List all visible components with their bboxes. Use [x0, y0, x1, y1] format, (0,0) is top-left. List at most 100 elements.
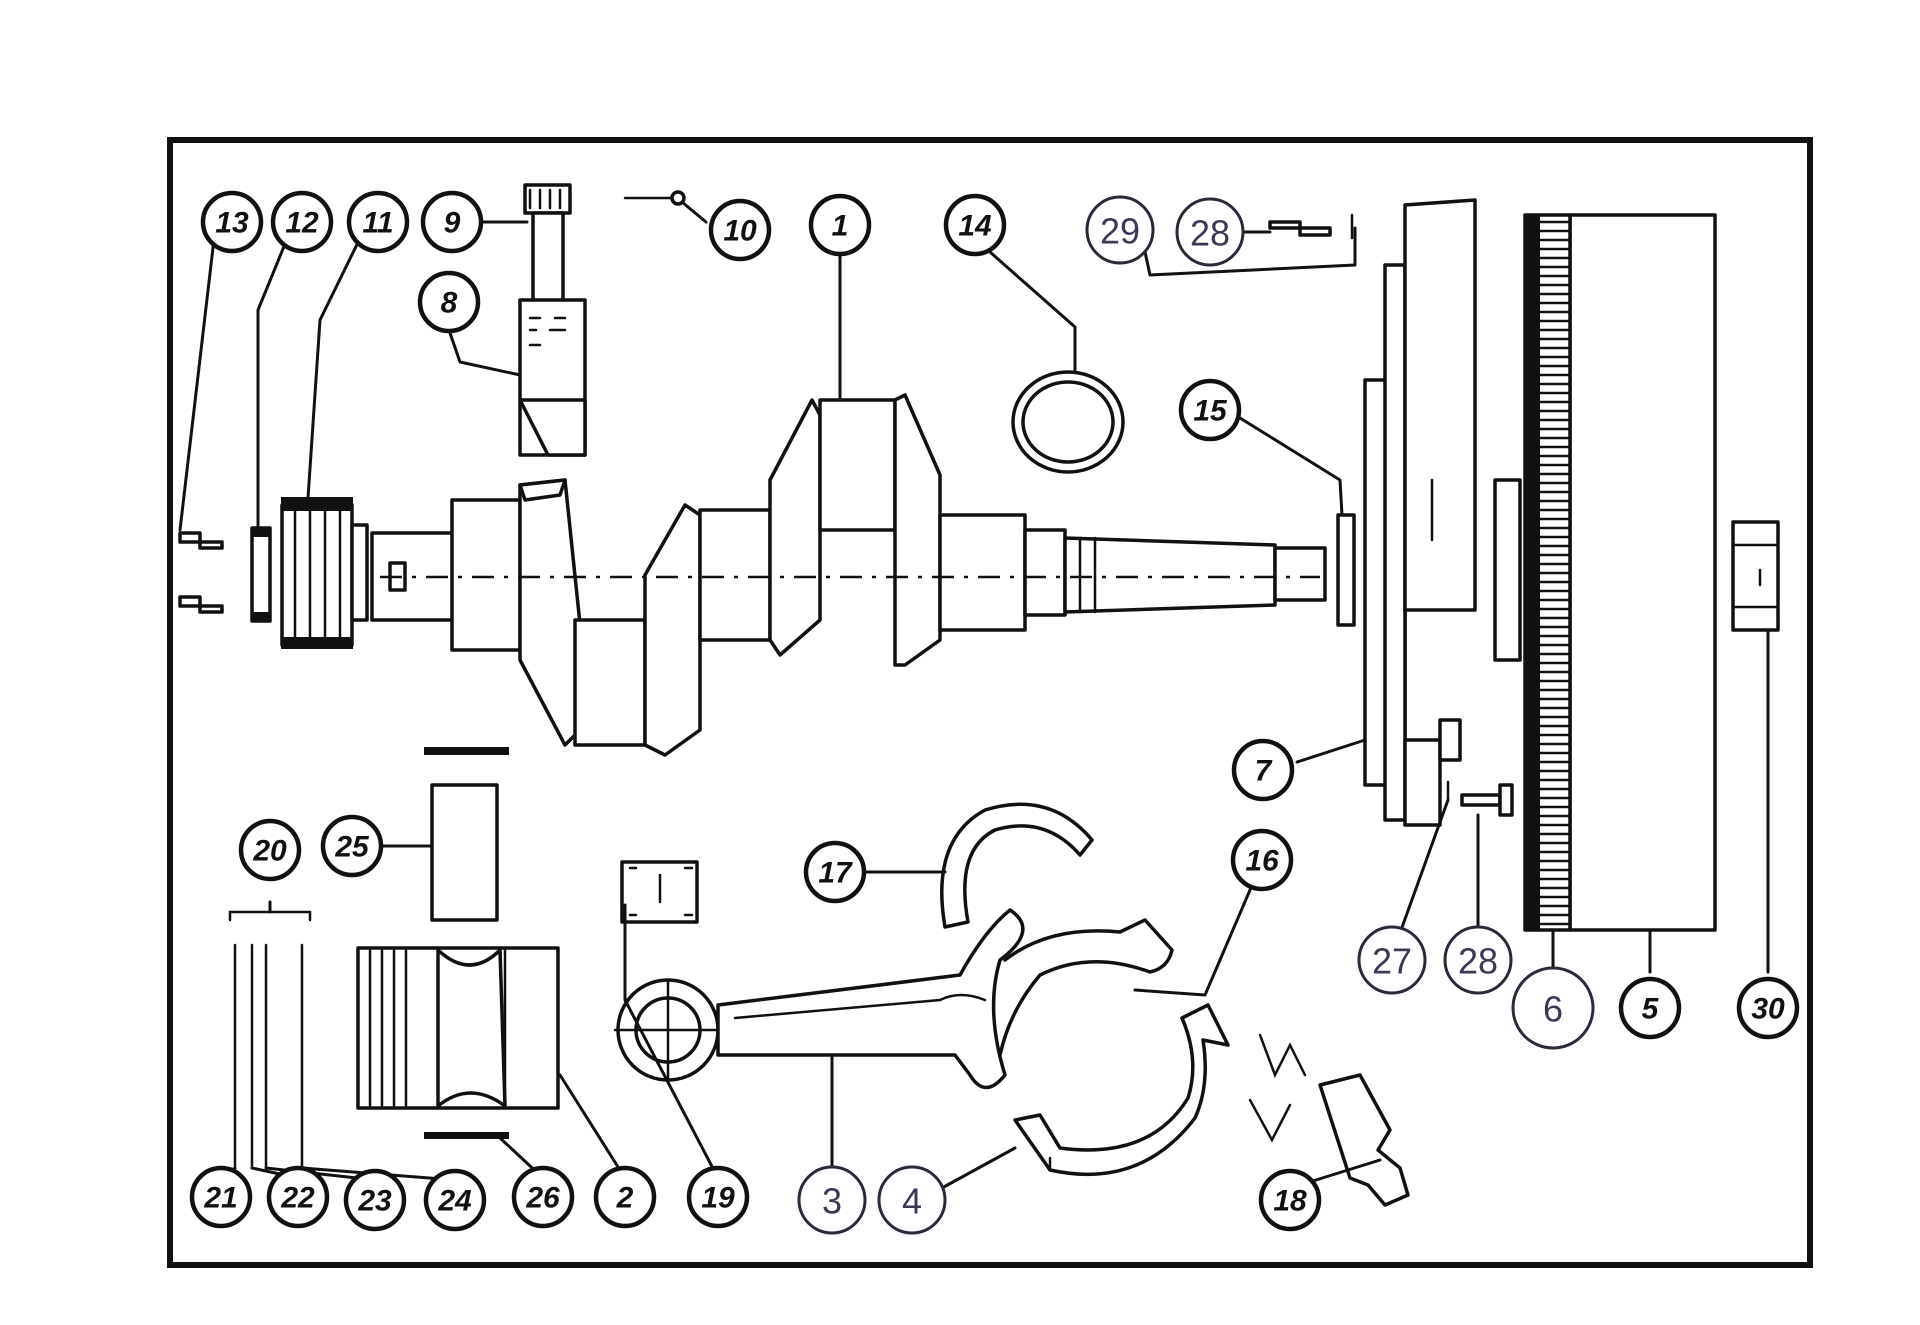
- callout-c10: 10: [708, 198, 772, 262]
- callout-c23: 23: [343, 1168, 407, 1232]
- callout-c15: 15: [1178, 378, 1242, 442]
- callout-circle: [1511, 966, 1595, 1050]
- rod-bolt: [1248, 1033, 1410, 1207]
- callout-c7: 7: [1231, 738, 1295, 802]
- callout-circle: [1618, 976, 1682, 1040]
- callout-c1: 1: [808, 193, 872, 257]
- piston: [356, 946, 560, 1110]
- gudgeon-pin: [424, 747, 509, 922]
- callout-number: 22: [280, 1182, 315, 1215]
- callout-c28a: 28: [1175, 197, 1245, 267]
- callout-number: 30: [1751, 993, 1785, 1026]
- callout-circle: [1175, 197, 1245, 267]
- callout-circle: [1357, 925, 1427, 995]
- callout-number: 27: [1372, 941, 1412, 982]
- callout-c29: 29: [1085, 195, 1155, 265]
- callout-c26: 26: [511, 1165, 575, 1229]
- callout-circle: [1258, 1168, 1322, 1232]
- callout-number: 11: [362, 207, 393, 240]
- seal-ring: [1011, 370, 1125, 474]
- callout-c22: 22: [266, 1165, 330, 1229]
- callout-circle: [320, 814, 384, 878]
- bearing-shell: [518, 298, 587, 457]
- circlip: [424, 1132, 509, 1139]
- callout-c11: 11: [346, 190, 410, 254]
- callout-number: 21: [203, 1182, 237, 1215]
- callout-circle: [1085, 195, 1155, 265]
- callout-c14: 14: [943, 193, 1007, 257]
- callout-c3: 3: [797, 1165, 867, 1235]
- callout-number: 10: [723, 215, 757, 248]
- callout-circle: [593, 1165, 657, 1229]
- connecting-rod: [613, 908, 1174, 1090]
- washer: [250, 526, 272, 623]
- callout-number: 19: [701, 1182, 735, 1215]
- callout-circle: [200, 190, 264, 254]
- callout-circle: [238, 818, 302, 882]
- callout-circle: [803, 840, 867, 904]
- callout-circle: [943, 193, 1007, 257]
- callout-c12: 12: [270, 190, 334, 254]
- callout-number: 2: [616, 1182, 634, 1215]
- thrust-washer: [940, 802, 1094, 929]
- callout-circle: [797, 1165, 867, 1235]
- callout-circle: [417, 270, 481, 334]
- callout-c8: 8: [417, 270, 481, 334]
- callout-c16: 16: [1230, 828, 1294, 892]
- callout-circle: [686, 1165, 750, 1229]
- callout-number: 28: [1458, 941, 1498, 982]
- bolt: [178, 531, 224, 614]
- callout-c6: 6: [1511, 966, 1595, 1050]
- callout-number: 9: [444, 207, 461, 240]
- callout-number: 17: [818, 857, 853, 890]
- callout-number: 7: [1255, 755, 1273, 788]
- callout-circle: [1736, 976, 1800, 1040]
- small-end-bush: [620, 860, 699, 924]
- callout-circle: [877, 1165, 947, 1235]
- callout-c21: 21: [189, 1165, 253, 1229]
- callout-number: 6: [1543, 989, 1563, 1030]
- flywheel: [1493, 213, 1717, 932]
- callout-c20: 20: [238, 818, 302, 882]
- callout-number: 16: [1245, 845, 1279, 878]
- crankshaft: [370, 393, 1327, 757]
- back-plate: [1363, 198, 1477, 827]
- key: [523, 183, 572, 305]
- timing-gear: [280, 497, 369, 649]
- callout-number: 25: [334, 831, 370, 864]
- flywheel-bolt: [1460, 783, 1514, 817]
- rod-bearing-cap: [1013, 1003, 1230, 1177]
- callout-circle: [1230, 828, 1294, 892]
- callout-circle: [343, 1168, 407, 1232]
- callout-number: 20: [252, 835, 287, 868]
- callout-number: 15: [1193, 395, 1228, 428]
- callout-number: 18: [1273, 1185, 1307, 1218]
- callout-number: 3: [822, 1181, 842, 1222]
- callout-number: 29: [1100, 211, 1140, 252]
- callout-circle: [423, 1168, 487, 1232]
- piston-rings: [228, 910, 312, 1170]
- callout-c25: 25: [320, 814, 384, 878]
- callout-c19: 19: [686, 1165, 750, 1229]
- callout-c17: 17: [803, 840, 867, 904]
- callout-circle: [420, 190, 484, 254]
- callout-circle: [266, 1165, 330, 1229]
- callout-number: 8: [441, 287, 458, 320]
- rod-bolt-upper: [1268, 213, 1354, 240]
- diagram-frame: [167, 137, 1813, 1268]
- callout-circle: [511, 1165, 575, 1229]
- callout-number: 23: [357, 1185, 392, 1218]
- callout-number: 26: [525, 1182, 560, 1215]
- nut: [1731, 520, 1780, 632]
- callout-number: 13: [215, 207, 249, 240]
- callout-circle: [346, 190, 410, 254]
- callout-c24: 24: [423, 1168, 487, 1232]
- callout-number: 12: [285, 207, 319, 240]
- callout-c28b: 28: [1443, 925, 1513, 995]
- callout-number: 5: [1642, 993, 1660, 1026]
- ring-gear: [1523, 213, 1572, 932]
- callout-c27: 27: [1357, 925, 1427, 995]
- callout-circle: [189, 1165, 253, 1229]
